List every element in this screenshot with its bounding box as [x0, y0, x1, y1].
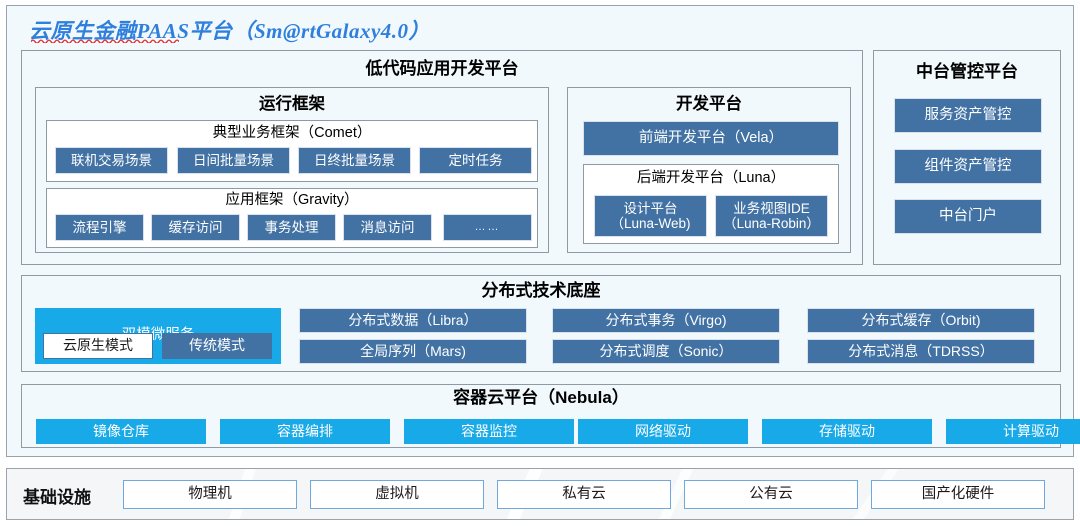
lowcode-platform-title: 低代码应用开发平台	[365, 59, 519, 78]
chip-service-asset-control[interactable]: 服务资产管控	[894, 98, 1042, 133]
chip-storage-driver[interactable]: 存储驱动	[762, 419, 932, 444]
chip-component-asset-control[interactable]: 组件资产管控	[894, 149, 1042, 184]
chip-transaction-processing[interactable]: 事务处理	[247, 214, 336, 241]
backend-dev-platform-title: 后端开发平台（Luna）	[636, 170, 786, 186]
lowcode-platform-section: 低代码应用开发平台 运行框架 典型业务框架（Comet） 联机交易场景 日间批量…	[21, 50, 863, 265]
chip-distributed-scheduling-sonic[interactable]: 分布式调度（Sonic）	[552, 339, 780, 364]
infrastructure-label: 基础设施	[23, 488, 91, 507]
comet-framework-box: 典型业务框架（Comet） 联机交易场景 日间批量场景 日终批量场景 定时任务	[46, 120, 538, 182]
chip-traditional-mode[interactable]: 传统模式	[162, 333, 272, 359]
chip-eod-batch[interactable]: 日终批量场景	[298, 147, 411, 174]
chip-frontend-dev-platform[interactable]: 前端开发平台（Vela）	[583, 121, 839, 156]
chip-distributed-cache-orbit[interactable]: 分布式缓存（Orbit)	[807, 308, 1035, 333]
chip-online-transaction[interactable]: 联机交易场景	[55, 147, 168, 174]
chip-process-engine[interactable]: 流程引擎	[55, 214, 144, 241]
comet-framework-title: 典型业务框架（Comet）	[212, 125, 372, 141]
infrastructure-bar: 基础设施 物理机 虚拟机 私有云 公有云 国产化硬件	[6, 468, 1074, 520]
chip-distributed-message-tdrss[interactable]: 分布式消息（TDRSS）	[807, 339, 1035, 364]
chip-intraday-batch[interactable]: 日间批量场景	[177, 147, 290, 174]
gravity-framework-box: 应用框架（Gravity） 流程引擎 缓存访问 事务处理 消息访问 ……	[46, 188, 538, 248]
runtime-framework-title: 运行框架	[259, 95, 325, 113]
chip-distributed-data-libra[interactable]: 分布式数据（Libra）	[299, 308, 527, 333]
gravity-framework-title: 应用框架（Gravity）	[225, 192, 359, 208]
spellcheck-squiggle-underline	[31, 38, 179, 43]
chip-domestic-hardware[interactable]: 国产化硬件	[871, 480, 1045, 509]
mid-platform-control-section: 中台管控平台 服务资产管控 组件资产管控 中台门户	[873, 50, 1061, 265]
chip-design-platform-luna-web[interactable]: 设计平台 （Luna-Web)	[594, 195, 707, 237]
chip-business-view-ide-luna-robin[interactable]: 业务视图IDE （Luna-Robin）	[715, 195, 828, 237]
container-cloud-platform-section: 容器云平台（Nebula） 镜像仓库 容器编排 容器监控 网络驱动 存储驱动 计…	[21, 384, 1080, 448]
mid-platform-control-title: 中台管控平台	[916, 62, 1018, 81]
chip-container-orchestration[interactable]: 容器编排	[220, 419, 390, 444]
chip-network-driver[interactable]: 网络驱动	[578, 419, 748, 444]
chip-scheduled-task[interactable]: 定时任务	[419, 147, 532, 174]
development-platform-title: 开发平台	[676, 95, 742, 113]
chip-global-sequence-mars[interactable]: 全局序列（Mars)	[299, 339, 527, 364]
container-cloud-platform-title: 容器云平台（Nebula）	[453, 388, 629, 407]
platform-panel: 云原生金融PAAS平台（Sm@rtGalaxy4.0） 低代码应用开发平台 运行…	[6, 5, 1080, 457]
chip-virtual-machine[interactable]: 虚拟机	[310, 480, 484, 509]
chip-public-cloud[interactable]: 公有云	[684, 480, 858, 509]
runtime-framework-section: 运行框架 典型业务框架（Comet） 联机交易场景 日间批量场景 日终批量场景 …	[35, 87, 549, 253]
distributed-tech-base-section: 分布式技术底座 双模微服务 云原生模式 传统模式 分布式数据（Libra） 全局…	[21, 275, 1061, 372]
chip-physical-machine[interactable]: 物理机	[123, 480, 297, 509]
chip-message-access[interactable]: 消息访问	[343, 214, 432, 241]
chip-more-ellipsis[interactable]: ……	[443, 214, 532, 241]
chip-cache-access[interactable]: 缓存访问	[151, 214, 240, 241]
chip-mid-platform-portal[interactable]: 中台门户	[894, 199, 1042, 234]
development-platform-section: 开发平台 前端开发平台（Vela） 后端开发平台（Luna） 设计平台 （Lun…	[567, 87, 851, 253]
chip-image-registry[interactable]: 镜像仓库	[36, 419, 206, 444]
chip-compute-driver[interactable]: 计算驱动	[946, 419, 1080, 444]
page-title: 云原生金融PAAS平台（Sm@rtGalaxy4.0）	[29, 19, 431, 43]
distributed-tech-base-title: 分布式技术底座	[481, 281, 601, 300]
chip-distributed-transaction-virgo[interactable]: 分布式事务（Virgo)	[552, 308, 780, 333]
dual-mode-microservice-box: 双模微服务 云原生模式 传统模式	[35, 308, 281, 364]
chip-private-cloud[interactable]: 私有云	[497, 480, 671, 509]
chip-cloud-native-mode[interactable]: 云原生模式	[43, 333, 153, 359]
chip-container-monitoring[interactable]: 容器监控	[404, 419, 574, 444]
backend-dev-platform-box: 后端开发平台（Luna） 设计平台 （Luna-Web) 业务视图IDE （Lu…	[583, 164, 839, 244]
